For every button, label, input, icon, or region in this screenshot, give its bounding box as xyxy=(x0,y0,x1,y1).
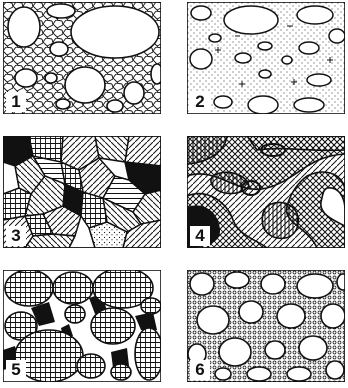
panel-4: 4 xyxy=(187,136,345,248)
panel-6-drawing xyxy=(187,270,345,382)
panel-5-number: 5 xyxy=(6,360,26,380)
panel-3: 3 xyxy=(3,136,161,248)
panel-4-number: 4 xyxy=(190,226,210,246)
panel-3-number: 3 xyxy=(6,226,26,246)
panel-3-drawing xyxy=(3,136,161,248)
panel-5-drawing xyxy=(3,270,161,382)
panel-1-number: 1 xyxy=(6,92,26,112)
panel-2-drawing xyxy=(187,2,345,114)
panel-1-drawing xyxy=(3,2,161,114)
panel-5: 5 xyxy=(3,270,161,382)
panel-1: 1 xyxy=(3,2,161,114)
panel-2: 2 xyxy=(187,2,345,114)
panel-6-number: 6 xyxy=(190,360,210,380)
panel-4-drawing xyxy=(187,136,345,248)
panel-6: 6 xyxy=(187,270,345,382)
panel-2-number: 2 xyxy=(190,92,210,112)
